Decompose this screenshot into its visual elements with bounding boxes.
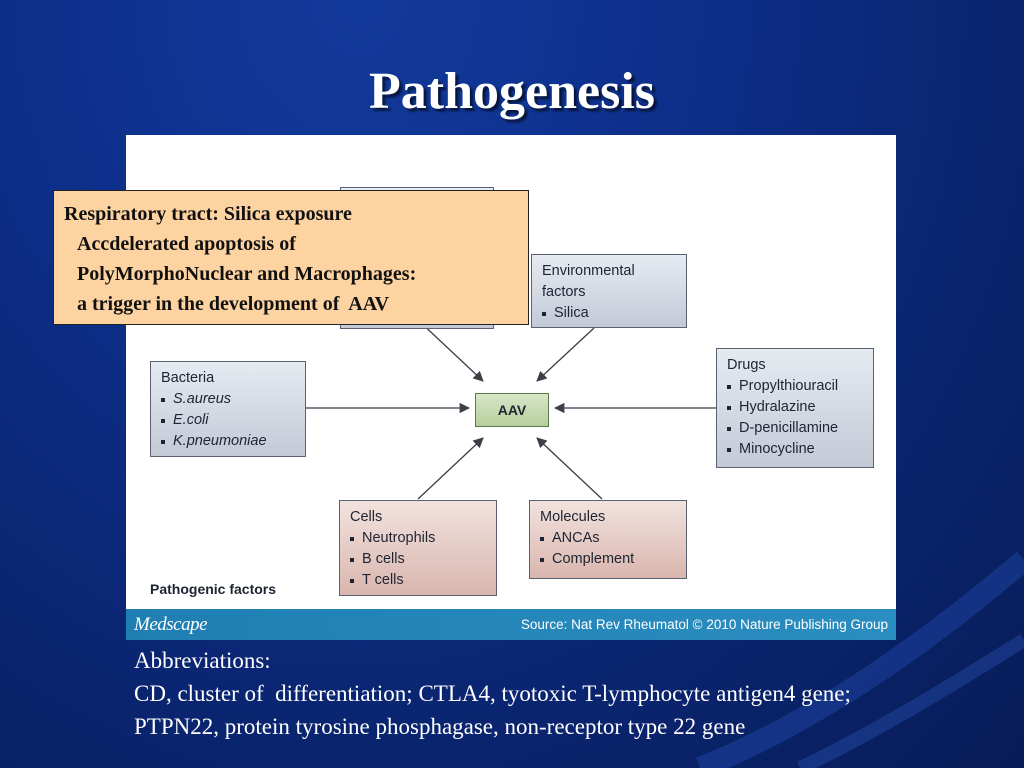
list-item: Hydralazine <box>727 397 863 418</box>
abbreviations-heading: Abbreviations: <box>134 648 271 673</box>
abbreviations-line: PTPN22, protein tyrosine phosphagase, no… <box>134 714 746 739</box>
box-environmental-factors: Environmental factors Silica <box>531 254 687 328</box>
abbreviations: Abbreviations: CD, cluster of differenti… <box>134 644 1014 743</box>
arrow-environmental <box>536 327 595 382</box>
box-molecules: Molecules ANCAs Complement <box>529 500 687 579</box>
bacteria-title: Bacteria <box>161 370 215 386</box>
callout-line: PolyMorphoNuclear and Macrophages: <box>77 263 417 285</box>
list-item: B cells <box>350 549 486 570</box>
list-item: D-penicillamine <box>727 418 863 439</box>
medscape-logo: Medscape <box>134 614 208 635</box>
slide-title: Pathogenesis <box>369 63 655 120</box>
box-bacteria: Bacteria S.aureus E.coli K.pneumoniae <box>150 361 306 457</box>
arrow-cells <box>417 437 484 500</box>
callout-line: Accdelerated apoptosis of <box>77 233 296 255</box>
list-item: Silica <box>542 303 676 324</box>
pathogenic-factors-label: Pathogenic factors <box>150 581 277 597</box>
callout-line: a trigger in the development of AAV <box>77 293 390 315</box>
list-item: T cells <box>350 570 486 591</box>
box-drugs: Drugs Propylthiouracil Hydralazine D-pen… <box>716 348 874 468</box>
arrow-top-left <box>417 319 484 382</box>
list-item: ANCAs <box>540 528 676 549</box>
box-cells: Cells Neutrophils B cells T cells <box>339 500 497 596</box>
cells-title: Cells <box>350 509 383 525</box>
list-item: S.aureus <box>161 389 295 410</box>
list-item: Propylthiouracil <box>727 376 863 397</box>
arrows <box>306 319 716 500</box>
list-item: E.coli <box>161 410 295 431</box>
silica-callout: Respiratory tract: Silica exposure Accde… <box>53 190 529 325</box>
arrow-molecules <box>536 437 603 500</box>
list-item: Complement <box>540 549 676 570</box>
list-item: K.pneumoniae <box>161 431 295 452</box>
callout-line: Respiratory tract: Silica exposure <box>64 203 352 225</box>
environmental-title: Environmental factors <box>542 263 635 300</box>
abbreviations-line: CD, cluster of differentiation; CTLA4, t… <box>134 681 851 706</box>
aav-center-box: AAV <box>475 393 549 427</box>
source-credit: Source: Nat Rev Rheumatol © 2010 Nature … <box>520 617 888 632</box>
list-item: Neutrophils <box>350 528 486 549</box>
molecules-title: Molecules <box>540 509 606 525</box>
list-item: Minocycline <box>727 439 863 460</box>
drugs-title: Drugs <box>727 357 766 373</box>
figure-footer: Medscape Source: Nat Rev Rheumatol © 201… <box>126 609 896 640</box>
